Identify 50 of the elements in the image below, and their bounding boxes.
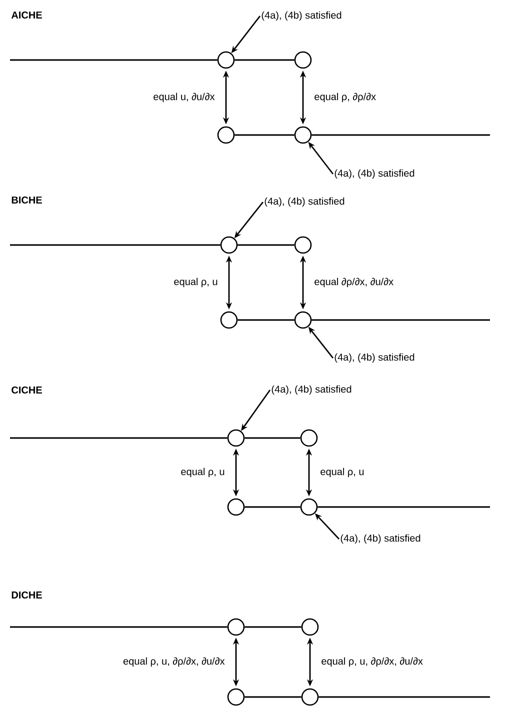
line-segment <box>244 626 302 628</box>
line-segment <box>10 244 220 246</box>
edge-label: equal ρ, ∂ρ/∂x <box>313 92 378 104</box>
line-segment <box>318 696 490 698</box>
callout-text: (4a), (4b) satisfied <box>272 385 352 395</box>
line-segment <box>244 506 300 508</box>
edge-label: equal ρ, u <box>180 466 226 478</box>
line-segment <box>244 437 300 439</box>
joint-circle <box>294 311 312 329</box>
joint-circle <box>217 126 235 144</box>
panel-title: DICHE <box>12 591 42 599</box>
joint-circle <box>294 236 312 254</box>
joint-circle <box>227 618 245 636</box>
callout-text: (4a), (4b) satisfied <box>334 353 414 363</box>
joint-circle <box>300 429 318 447</box>
callout-text: (4a), (4b) satisfied <box>262 11 342 21</box>
edge-label: equal ρ, u <box>319 466 366 478</box>
joint-circle <box>217 51 235 69</box>
joint-circle <box>220 311 238 329</box>
joint-circle <box>300 498 318 516</box>
joint-circle <box>227 498 245 516</box>
line-segment <box>10 626 228 628</box>
line-segment <box>312 134 490 136</box>
callout-text: (4a), (4b) satisfied <box>340 534 420 544</box>
line-segment <box>234 59 294 61</box>
joint-circle <box>227 688 245 706</box>
joint-circle <box>294 126 312 144</box>
joint-circle <box>227 429 245 447</box>
callout-text: (4a), (4b) satisfied <box>334 169 414 179</box>
joint-circle <box>301 688 319 706</box>
panel-title: CICHE <box>12 386 42 394</box>
edge-label: equal u, ∂u/∂x <box>152 92 216 104</box>
line-segment <box>10 59 218 61</box>
line-segment <box>312 319 490 321</box>
line-segment <box>244 696 302 698</box>
panel-title: AICHE <box>11 11 42 19</box>
joint-circle <box>294 51 312 69</box>
edge-label: equal ρ, u, ∂ρ/∂x, ∂u/∂x <box>320 656 424 668</box>
edge-label: equal ρ, u, ∂ρ/∂x, ∂u/∂x <box>122 656 226 668</box>
joint-circle <box>220 236 238 254</box>
line-segment <box>238 319 294 321</box>
joint-circle <box>301 618 319 636</box>
edge-label: equal ∂ρ/∂x, ∂u/∂x <box>313 276 395 288</box>
line-segment <box>234 134 294 136</box>
edge-label: equal ρ, u <box>172 276 219 288</box>
line-segment <box>238 244 294 246</box>
line-segment <box>318 506 490 508</box>
callout-text: (4a), (4b) satisfied <box>264 197 344 207</box>
line-segment <box>10 437 228 439</box>
panel-title: BICHE <box>12 196 42 204</box>
